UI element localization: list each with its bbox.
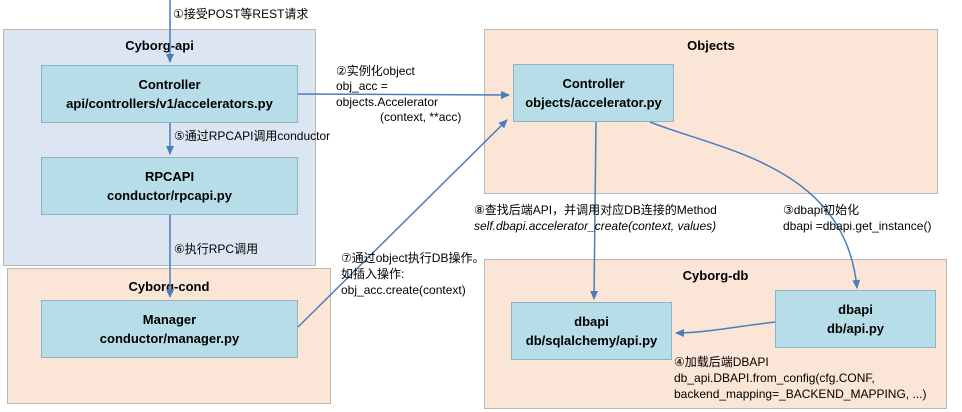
step6-label: ⑥执行RPC调用 xyxy=(174,242,259,256)
arrow-api-to-objects xyxy=(297,90,510,99)
obj-controller-box: Controller objects/accelerator.py xyxy=(513,64,674,122)
obj-controller-name: Controller xyxy=(562,76,625,91)
api-controller-box: Controller api/controllers/v1/accelerato… xyxy=(41,65,298,123)
step1-label: ①接受POST等REST请求 xyxy=(173,7,309,21)
step3-label-2: dbapi =dbapi.get_instance() xyxy=(783,219,932,233)
db-sqlalchemy-box: dbapi db/sqlalchemy/api.py xyxy=(511,302,672,360)
arrow-manager-to-objects xyxy=(297,119,508,328)
rpcapi-path: conductor/rpcapi.py xyxy=(107,188,232,203)
manager-box: Manager conductor/manager.py xyxy=(41,300,298,358)
db-api-path: db/api.py xyxy=(826,321,885,336)
manager-path: conductor/manager.py xyxy=(99,331,240,346)
group-title-cyborg-db: Cyborg-db xyxy=(682,268,749,283)
step2-label-4: (context, **acc) xyxy=(380,110,462,124)
step2-label-2: obj_acc = xyxy=(336,79,388,93)
step3-label-1: ③dbapi初始化 xyxy=(783,203,860,217)
api-controller-path: api/controllers/v1/accelerators.py xyxy=(66,96,273,111)
api-controller-name: Controller xyxy=(138,77,201,92)
step2-label-1: ②实例化object xyxy=(336,64,415,78)
group-title-objects: Objects xyxy=(687,38,735,53)
rpcapi-box: RPCAPI conductor/rpcapi.py xyxy=(41,157,298,215)
step8-label-2: self.dbapi.accelerator_create(context, v… xyxy=(474,219,717,233)
db-sqlalchemy-name: dbapi xyxy=(574,314,609,329)
group-title-cyborg-cond: Cyborg-cond xyxy=(128,279,210,294)
manager-name: Manager xyxy=(142,312,197,327)
db-api-name: dbapi xyxy=(838,302,873,317)
step7-label-3: obj_acc.create(context) xyxy=(341,283,466,297)
arrow-objects-to-dbapi xyxy=(649,121,861,289)
group-title-cyborg-api: Cyborg-api xyxy=(125,38,194,53)
step7-label-2: 如插入操作: xyxy=(341,267,405,281)
step4-label-2: db_api.DBAPI.from_config(cfg.CONF, xyxy=(674,371,875,385)
step7-label-1: ⑦通过object执行DB操作。 xyxy=(341,251,485,265)
step4-label-3: backend_mapping=_BACKEND_MAPPING, ...) xyxy=(674,387,927,401)
step5-label: ⑤通过RPCAPI调用conductor xyxy=(174,129,331,143)
step4-label-1: ④加载后端DBAPI xyxy=(674,355,769,369)
rpcapi-name: RPCAPI xyxy=(144,169,195,184)
step2-label-3: objects.Accelerator xyxy=(336,95,439,109)
arrow-dbapi-to-sqlalchemy xyxy=(675,321,776,337)
db-sqlalchemy-path: db/sqlalchemy/api.py xyxy=(525,333,658,348)
db-api-box: dbapi db/api.py xyxy=(775,290,936,348)
obj-controller-path: objects/accelerator.py xyxy=(525,95,662,110)
step8-label-1: ⑧查找后端API，并调用对应DB连接的Method xyxy=(474,203,717,217)
arrow-objects-to-sqlalchemy xyxy=(590,121,599,300)
